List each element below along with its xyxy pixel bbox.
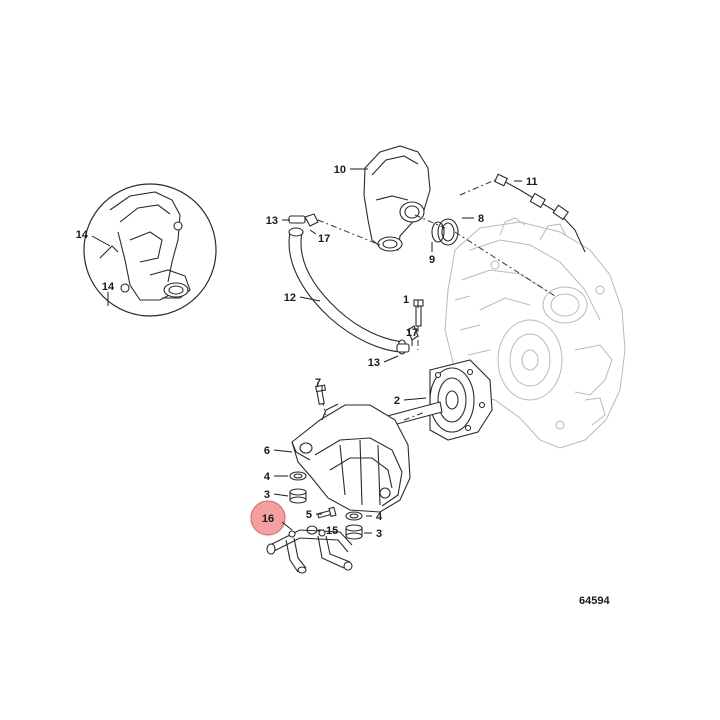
callout-6: 6 (264, 445, 270, 457)
callout-8: 8 (478, 213, 484, 225)
leader-lines (91, 168, 522, 534)
callout-2: 2 (394, 395, 400, 407)
callout-9: 9 (429, 254, 435, 266)
callout-labels: 1 2 3 3 4 4 5 6 7 8 9 10 11 12 13 13 14 … (76, 164, 538, 540)
callout-17: 17 (406, 327, 418, 339)
callout-17: 17 (318, 233, 330, 245)
callout-12: 12 (284, 292, 296, 304)
callout-4: 4 (376, 511, 383, 523)
callout-5: 5 (306, 509, 312, 521)
sensor-harness (459, 173, 586, 253)
flywheel-housing (291, 399, 411, 513)
highlight-circle (250, 500, 286, 536)
callout-10: 10 (334, 164, 346, 176)
callout-15: 15 (326, 525, 338, 537)
callout-4: 4 (264, 471, 271, 483)
detail-inset (83, 183, 217, 317)
exhaust-elbow (363, 145, 431, 252)
callout-3: 3 (264, 489, 270, 501)
callout-7: 7 (315, 377, 321, 389)
left-mount-isolator (289, 471, 307, 504)
callout-14: 14 (76, 229, 89, 241)
housing-bolt (315, 384, 327, 405)
water-hose (288, 213, 419, 355)
drive-shaft-coupler (377, 359, 493, 441)
callout-11: 11 (526, 176, 538, 188)
gasket-clamp (414, 214, 556, 297)
callout-16: 16 (262, 513, 274, 525)
figure-number: 64594 (579, 595, 610, 607)
callout-1: 1 (403, 294, 409, 306)
callout-13: 13 (266, 215, 278, 227)
water-tube-assembly (266, 529, 353, 574)
callout-14: 14 (102, 281, 115, 293)
callout-13: 13 (368, 357, 380, 369)
right-mount-isolator (345, 511, 363, 540)
callout-3: 3 (376, 528, 382, 540)
screw-and-clip (306, 506, 337, 535)
